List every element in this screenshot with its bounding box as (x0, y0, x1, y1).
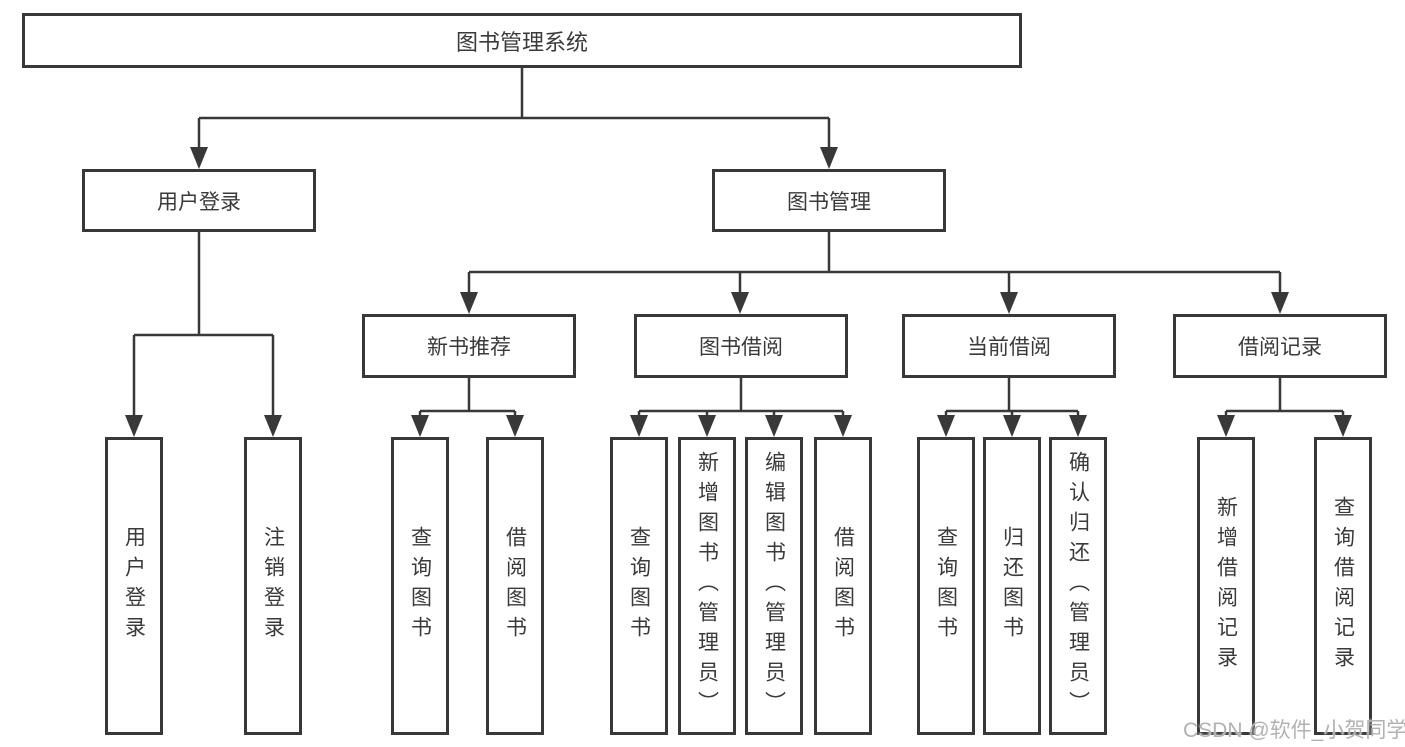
node-user-login-label: 用户登录 (157, 190, 241, 214)
leaf-query-book-current-label: 查询图书 (934, 526, 958, 646)
leaf-confirm-return-admin-label: 确认归还（管理员） (1066, 451, 1090, 721)
leaf-query-book-borrow: 查询图书 (610, 437, 668, 735)
leaf-confirm-return-admin: 确认归还（管理员） (1049, 437, 1107, 735)
leaf-user-login-label: 用户登录 (122, 526, 146, 646)
node-new-book-recommend-label: 新书推荐 (427, 336, 511, 359)
leaf-user-login: 用户登录 (105, 437, 163, 735)
node-current-borrow: 当前借阅 (902, 314, 1116, 378)
node-book-borrow: 图书借阅 (634, 314, 848, 378)
leaf-query-book-recommend: 查询图书 (391, 437, 449, 735)
leaf-borrow-book-recommend: 借阅图书 (486, 437, 544, 735)
node-borrow-record-label: 借阅记录 (1238, 336, 1322, 359)
csdn-watermark: CSDN @软件_小贺同学 (1183, 719, 1405, 742)
leaf-logout-label: 注销登录 (261, 526, 285, 646)
leaf-add-book-admin-label: 新增图书（管理员） (695, 451, 719, 721)
node-current-borrow-label: 当前借阅 (967, 336, 1051, 359)
leaf-add-borrow-record-label: 新增借阅记录 (1214, 496, 1238, 676)
leaf-add-book-admin: 新增图书（管理员） (678, 437, 736, 735)
node-root: 图书管理系统 (22, 13, 1022, 68)
node-borrow-record: 借阅记录 (1173, 314, 1387, 378)
leaf-return-book: 归还图书 (983, 437, 1041, 735)
leaf-logout: 注销登录 (244, 437, 302, 735)
leaf-borrow-book-recommend-label: 借阅图书 (503, 526, 527, 646)
leaf-borrow-book-label: 借阅图书 (831, 526, 855, 646)
leaf-query-book-current: 查询图书 (917, 437, 975, 735)
node-book-management: 图书管理 (712, 169, 946, 232)
node-new-book-recommend: 新书推荐 (362, 314, 576, 378)
node-user-login: 用户登录 (82, 169, 316, 232)
leaf-borrow-book: 借阅图书 (814, 437, 872, 735)
leaf-edit-book-admin-label: 编辑图书（管理员） (762, 451, 786, 721)
node-book-borrow-label: 图书借阅 (699, 336, 783, 359)
leaf-query-book-recommend-label: 查询图书 (408, 526, 432, 646)
leaf-return-book-label: 归还图书 (1000, 526, 1024, 646)
leaf-query-book-borrow-label: 查询图书 (627, 526, 651, 646)
node-book-management-label: 图书管理 (787, 190, 871, 214)
leaf-edit-book-admin: 编辑图书（管理员） (745, 437, 803, 735)
leaf-query-borrow-record: 查询借阅记录 (1314, 437, 1372, 735)
leaf-query-borrow-record-label: 查询借阅记录 (1331, 496, 1355, 676)
leaf-add-borrow-record: 新增借阅记录 (1197, 437, 1255, 735)
node-root-label: 图书管理系统 (455, 29, 588, 55)
